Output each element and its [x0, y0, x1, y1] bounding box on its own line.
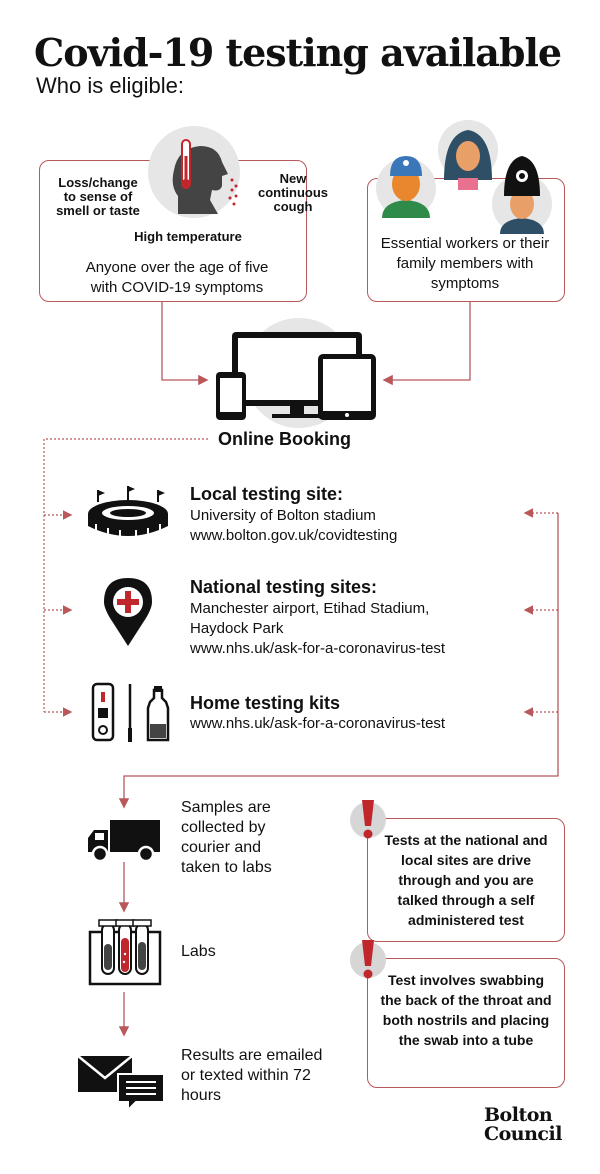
- national-site-title: National testing sites:: [190, 577, 378, 597]
- note-drive-through: Tests at the national and local sites ar…: [384, 832, 548, 928]
- national-site-line-2: Haydock Park: [190, 620, 284, 637]
- exclamation-icon: [350, 940, 386, 979]
- symptom-cough: New continuous cough: [257, 171, 329, 214]
- home-kits-title: Home testing kits: [190, 693, 341, 713]
- symptoms-description: Anyone over the age of five with COVID-1…: [85, 259, 269, 296]
- online-booking-label: Online Booking: [218, 429, 351, 449]
- note-swab: Test involves swabbing the back of the t…: [380, 972, 552, 1048]
- national-site-line-1: Manchester airport, Etihad Stadium,: [190, 600, 430, 617]
- map-pin-icon: [104, 578, 152, 646]
- workers-description: Essential workers or their family member…: [380, 235, 550, 292]
- step-results: Results are emailed or texted within 72 …: [181, 1047, 323, 1104]
- lab-tubes-icon: [88, 919, 162, 986]
- logo-line-2: Council: [484, 1123, 562, 1145]
- email-sms-icon: [77, 1055, 165, 1110]
- local-site-title: Local testing site:: [190, 484, 344, 504]
- national-site-link[interactable]: www.nhs.uk/ask-for-a-coronavirus-test: [190, 640, 446, 657]
- page-title: Covid-19 testing available: [34, 30, 562, 75]
- logo-line-1: Bolton: [484, 1104, 553, 1126]
- symptom-high-temperature: High temperature: [134, 229, 242, 244]
- page-subtitle: Who is eligible:: [36, 73, 184, 98]
- home-kits-link[interactable]: www.nhs.uk/ask-for-a-coronavirus-test: [190, 715, 446, 732]
- home-test-kit-icon: [91, 682, 170, 742]
- local-site-link[interactable]: www.bolton.gov.uk/covidtesting: [190, 527, 398, 544]
- step-labs: Labs: [181, 943, 216, 960]
- symptom-loss-of-taste: Loss/change to sense of smell or taste: [56, 175, 140, 218]
- local-site-line: University of Bolton stadium: [190, 507, 376, 524]
- exclamation-icon: [350, 800, 386, 839]
- note-box-1: [367, 818, 565, 942]
- stadium-icon: [88, 486, 168, 538]
- person-coughing-icon: [172, 139, 238, 214]
- essential-workers-icon: [376, 120, 552, 234]
- bolton-council-logo: Bolton Council: [484, 1106, 562, 1144]
- devices-icon: [216, 332, 376, 420]
- courier-van-icon: [88, 820, 160, 862]
- step-samples: Samples are collected by courier and tak…: [181, 799, 272, 876]
- note-box-2: [367, 958, 565, 1088]
